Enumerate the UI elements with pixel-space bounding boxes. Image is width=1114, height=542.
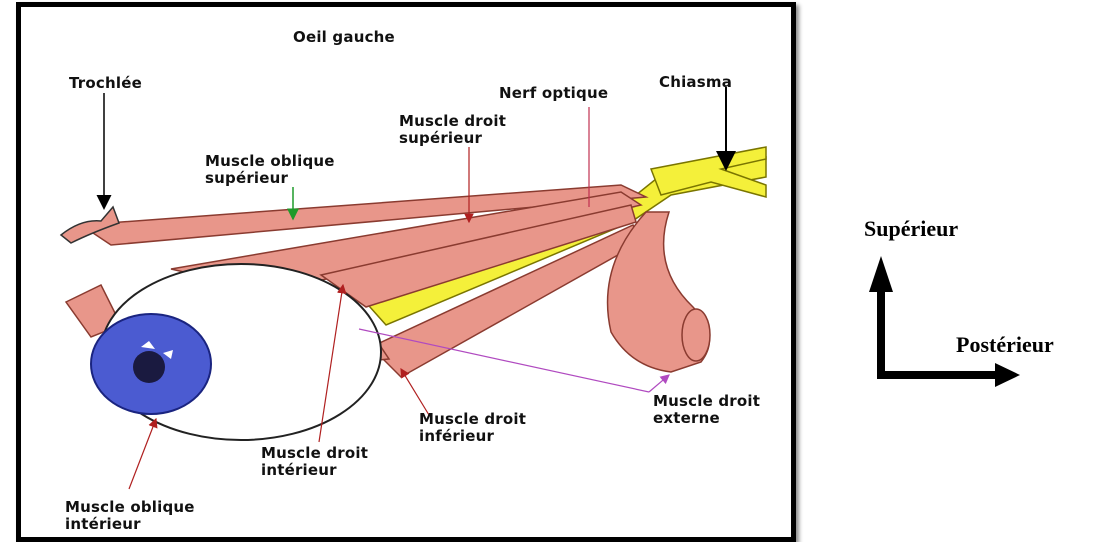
label-oblique-superieur: Muscle oblique supérieur <box>205 153 335 187</box>
label-nerf-optique: Nerf optique <box>499 85 608 102</box>
pupil <box>133 351 165 383</box>
right-arrow-icon <box>877 363 1020 387</box>
label-droit-inferieur: Muscle droit inférieur <box>419 411 526 445</box>
oblique-interieur-pointer <box>129 419 156 489</box>
posterieur-label: Postérieur <box>956 332 1054 358</box>
label-oblique-interieur: Muscle oblique intérieur <box>65 499 195 533</box>
label-droit-interieur: Muscle droit intérieur <box>261 445 368 479</box>
lateral-rectus-cut-end <box>682 309 710 361</box>
droit-inferieur-pointer <box>401 369 429 415</box>
label-droit-superieur: Muscle droit supérieur <box>399 113 506 147</box>
label-droit-externe: Muscle droit externe <box>653 393 760 427</box>
figure-title: Oeil gauche <box>293 29 395 46</box>
droit-externe-pointer-2 <box>649 375 669 392</box>
anatomy-figure: Oeil gauche Trochlée Muscle oblique supé… <box>16 2 796 542</box>
label-trochlee: Trochlée <box>69 75 142 92</box>
up-arrow-icon <box>869 256 893 376</box>
label-chiasma: Chiasma <box>659 74 732 91</box>
superieur-label: Supérieur <box>864 216 958 242</box>
